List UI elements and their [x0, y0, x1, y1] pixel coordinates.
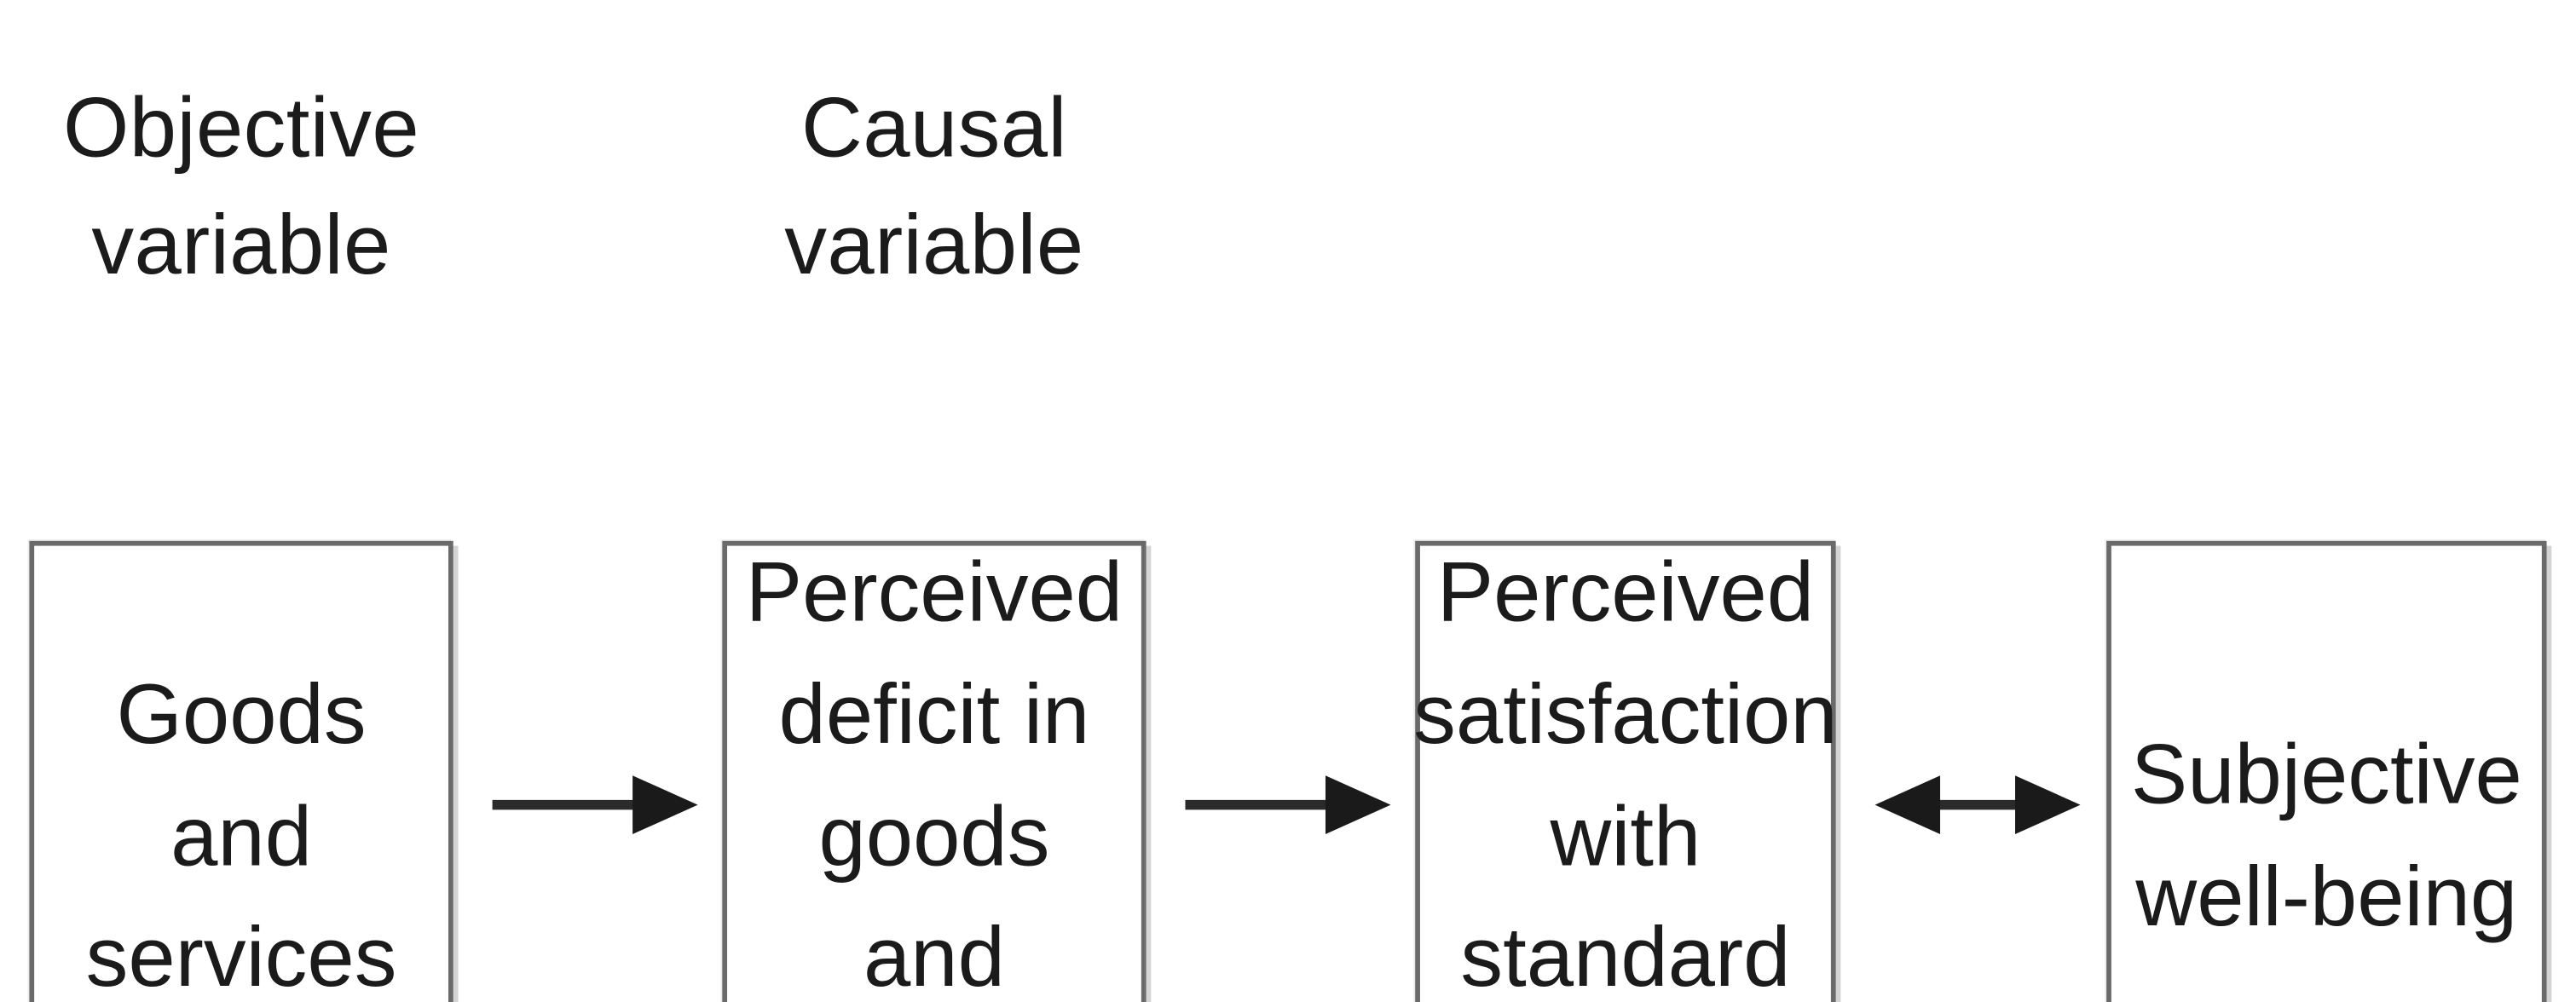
column-header-objective: Objective variable: [63, 81, 420, 293]
box-subjective-well-being[interactable]: Subjective well-being: [2106, 540, 2547, 1002]
arrow-deficit-to-satisfaction: [1185, 775, 1391, 835]
arrow-satisfaction-to-swb: [1874, 775, 2081, 835]
box-goods-and-services-label: Goods and services: [85, 667, 397, 1002]
box-perceived-deficit-label: Perceived deficit in goods and services: [745, 545, 1123, 1002]
box-subjective-well-being-label: Subjective well-being: [2130, 728, 2522, 946]
box-perceived-satisfaction[interactable]: Perceived satisfaction with standard of …: [1413, 540, 1838, 1002]
box-perceived-satisfaction-label: Perceived satisfaction with standard of …: [1413, 545, 1838, 1002]
box-perceived-deficit[interactable]: Perceived deficit in goods and services: [722, 540, 1146, 1002]
arrow-goods-to-deficit: [492, 775, 698, 835]
column-header-causal: Causal variable: [784, 81, 1084, 293]
box-goods-and-services[interactable]: Goods and services: [29, 540, 453, 1002]
